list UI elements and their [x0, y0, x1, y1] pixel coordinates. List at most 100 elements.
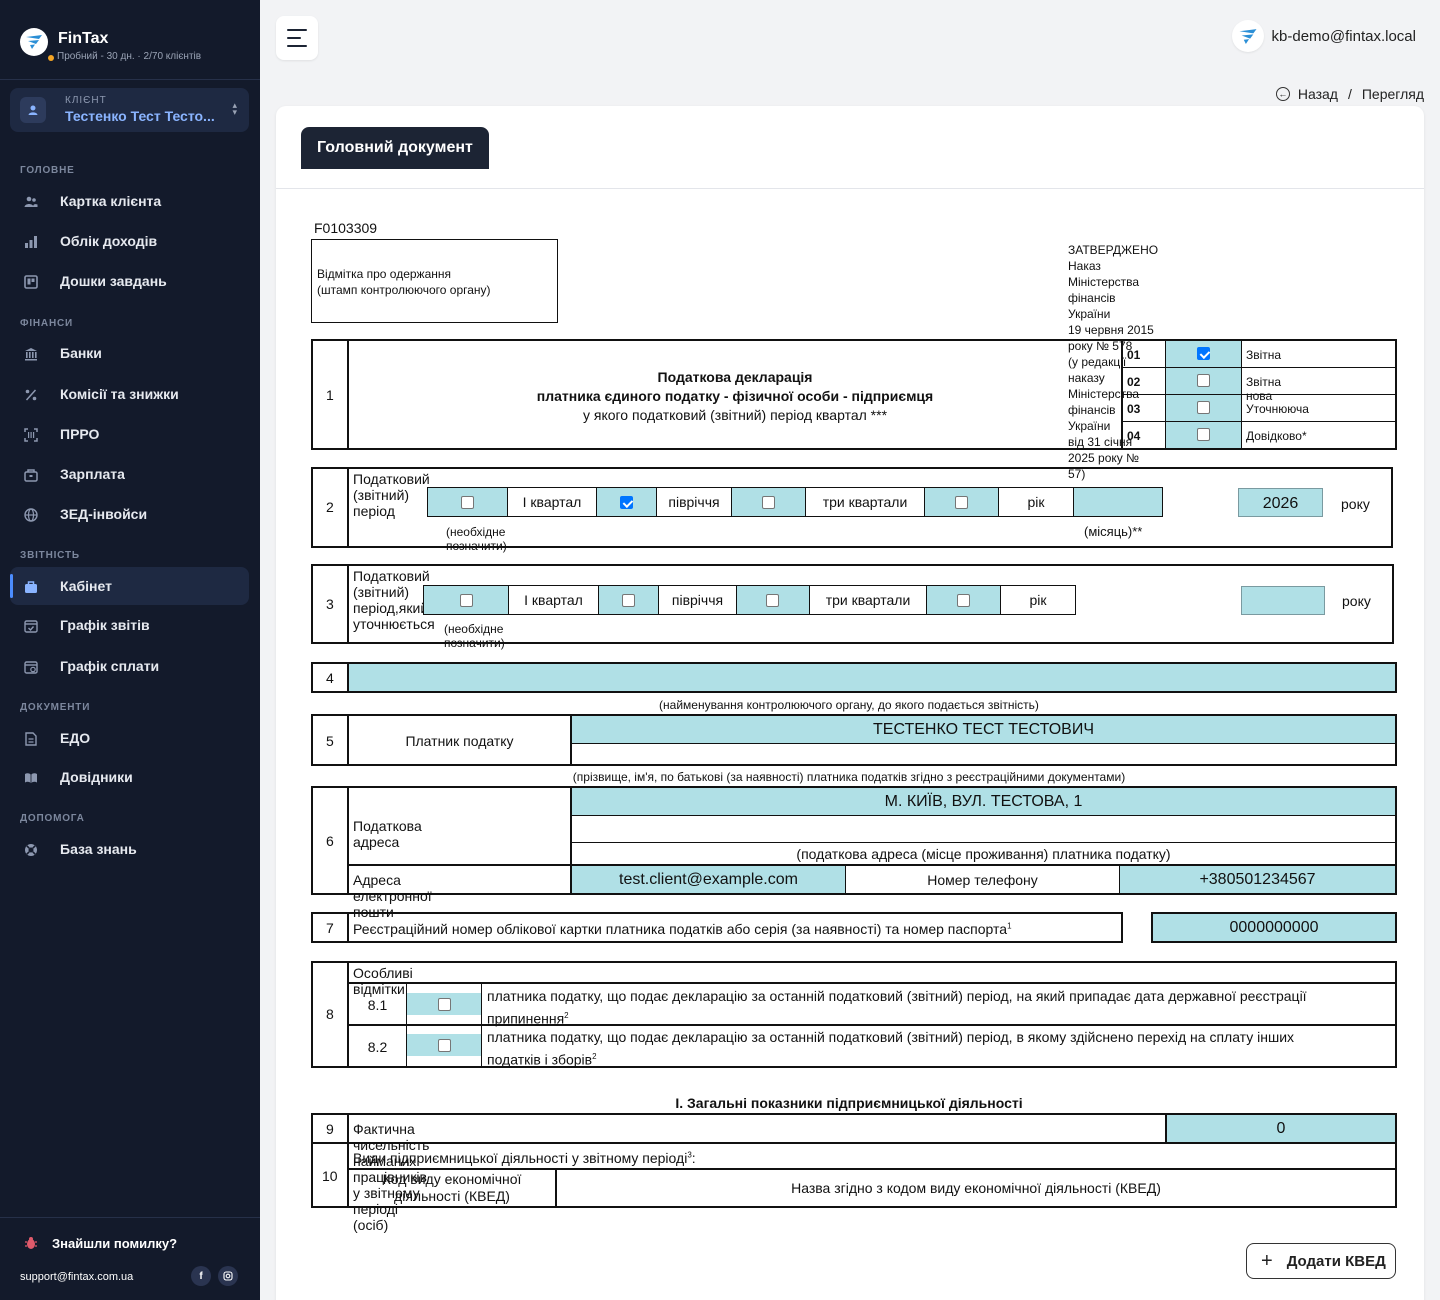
user-avatar-icon [1231, 20, 1264, 52]
row-number: 4 [326, 670, 334, 686]
corrected-year-checkbox[interactable] [957, 594, 970, 607]
period-half-checkbox[interactable] [620, 496, 633, 509]
period-note: (необхідне позначити) [446, 525, 507, 553]
activities-label-colon: : [691, 1150, 696, 1166]
stamp-box: Відмітка про одержання (штамп контролююч… [311, 239, 558, 323]
add-kved-button[interactable]: + Додати КВЕД [1246, 1243, 1396, 1279]
address-note: (податкова адреса (місце проживання) пла… [796, 846, 1171, 862]
corrected-half-checkbox[interactable] [622, 594, 635, 607]
sidebar-item-label: Банки [60, 345, 102, 361]
activities-label: Види підприємницької діяльності у звітно… [353, 1150, 696, 1166]
row-number: 9 [326, 1121, 334, 1137]
hamburger-icon [287, 29, 307, 31]
rule [406, 984, 407, 1066]
address-input[interactable]: М. КИЇВ, ВУЛ. ТЕСТОВА, 1 [572, 788, 1395, 815]
sidebar-item-banks[interactable]: Банки [10, 334, 249, 372]
sidebar-item-task-boards[interactable]: Дошки завдань [10, 262, 249, 300]
rule [347, 1113, 349, 1208]
fintax-logo-icon [20, 28, 48, 56]
doctype-checkbox-new-reporting[interactable] [1197, 374, 1210, 387]
brand[interactable]: FinTax Пробний - 30 дн. · 2/70 клієнтів [20, 28, 201, 62]
phone-input[interactable]: +380501234567 [1120, 866, 1395, 893]
bug-icon [24, 1236, 38, 1253]
doctype-checkbox-reference[interactable] [1197, 428, 1210, 441]
doctype-code: 03 [1127, 402, 1141, 416]
user-menu[interactable]: kb-demo@fintax.local [1231, 20, 1416, 52]
facebook-icon[interactable]: f [191, 1266, 211, 1286]
rule [347, 467, 349, 548]
sidebar-item-zed-invoices[interactable]: ЗЕД-інвойси [10, 495, 249, 533]
rule [570, 714, 572, 766]
sidebar-item-commissions[interactable]: Комісії та знижки [10, 375, 249, 413]
sidebar-item-edo[interactable]: ЕДО [10, 719, 249, 757]
email-input[interactable]: test.client@example.com [572, 866, 845, 893]
rule [731, 488, 732, 516]
sidebar-divider [0, 79, 260, 80]
period-q1-label: I квартал [522, 494, 582, 510]
sidebar-item-income[interactable]: Облік доходів [10, 222, 249, 260]
sidebar-item-client-card[interactable]: Картка клієнта [10, 182, 249, 220]
support-email[interactable]: support@fintax.com.ua [20, 1271, 134, 1283]
period-q1-checkbox[interactable] [461, 496, 474, 509]
employees-input[interactable]: 0 [1167, 1115, 1395, 1142]
menu-toggle-button[interactable] [276, 16, 318, 60]
special-title: Особливі відмітки [353, 965, 413, 997]
special-8-1-text: платника податку, що подає декларацію за… [487, 987, 1387, 1029]
special-8-1-checkbox[interactable] [438, 998, 451, 1011]
client-count: 2/70 клієнтів [143, 51, 202, 62]
rule [1123, 367, 1395, 368]
rule [507, 488, 508, 516]
tab-main-document[interactable]: Головний документ [301, 127, 489, 169]
breadcrumb-current: Перегляд [1361, 86, 1424, 102]
scanner-icon [24, 428, 38, 442]
bank-icon [25, 348, 37, 361]
briefcase-icon [25, 581, 37, 593]
globe-icon [24, 508, 38, 522]
sidebar-item-salary[interactable]: Зарплата [10, 455, 249, 493]
approved-line: ЗАТВЕРДЖЕНО [1068, 243, 1159, 257]
corrected-q1-checkbox[interactable] [460, 594, 473, 607]
trial-status-dot [48, 55, 54, 61]
rule [347, 786, 349, 895]
row-7-box [311, 912, 1123, 943]
back-arrow-icon[interactable]: ← [1275, 87, 1290, 101]
sidebar-item-directories[interactable]: Довідники [10, 758, 249, 796]
period-year-input[interactable]: 2026 [1238, 488, 1323, 517]
rule [555, 1170, 557, 1206]
period-month-note: (місяць)** [1084, 524, 1143, 539]
lifebuoy-icon [25, 844, 37, 856]
section-reports: ЗВІТНІСТЬ [20, 550, 80, 561]
section-main: ГОЛОВНЕ [20, 165, 75, 176]
corrected-q3-checkbox[interactable] [766, 594, 779, 607]
authority-input[interactable] [349, 664, 1395, 691]
instagram-icon[interactable] [218, 1266, 238, 1286]
section-1-title: I. Загальні показники підприємницької ді… [675, 1095, 1023, 1111]
corrected-period-title: Податковий (звітний) період,який уточнює… [353, 568, 435, 632]
trial-status: Пробний - 30 дн. [57, 51, 135, 62]
user-icon [20, 97, 46, 123]
breadcrumb-back-link[interactable]: Назад [1297, 86, 1338, 102]
report-bug-link[interactable]: Знайшли помилку? [52, 1236, 178, 1251]
sidebar-item-report-schedule[interactable]: Графік звітів [10, 606, 249, 644]
special-8-2-checkbox[interactable] [438, 1039, 451, 1052]
period-year-checkbox[interactable] [955, 496, 968, 509]
client-selector[interactable]: КЛІЄНТ Тестенко Тест Тесто... ▴▾ [10, 88, 249, 132]
rule [1165, 1113, 1167, 1144]
brand-subscription: Пробний - 30 дн. · 2/70 клієнтів [57, 51, 202, 62]
corrected-half-label: півріччя [671, 592, 724, 608]
sidebar-item-prro[interactable]: ПРРО [10, 415, 249, 453]
sidebar-item-payment-schedule[interactable]: Графік сплати [10, 647, 249, 685]
period-q3-checkbox[interactable] [762, 496, 775, 509]
doctype-checkbox-clarifying[interactable] [1197, 401, 1210, 414]
reg-number-input[interactable]: 0000000000 [1153, 914, 1395, 941]
taxpayer-name-input[interactable]: ТЕСТЕНКО ТЕСТ ТЕСТОВИЧ [572, 716, 1395, 743]
period-month-input[interactable] [1074, 488, 1162, 516]
rule [347, 912, 349, 943]
taxpayer-note: (прізвище, ім'я, по батькові (за наявнос… [572, 770, 1126, 784]
corrected-year-input[interactable] [1241, 586, 1325, 615]
doctype-checkbox-reporting[interactable] [1197, 347, 1210, 360]
user-email: kb-demo@fintax.local [1271, 27, 1416, 45]
sidebar-item-cabinet[interactable]: Кабінет [10, 567, 249, 605]
hamburger-icon-line [287, 45, 307, 47]
sidebar-item-knowledge-base[interactable]: База знань [10, 830, 249, 868]
